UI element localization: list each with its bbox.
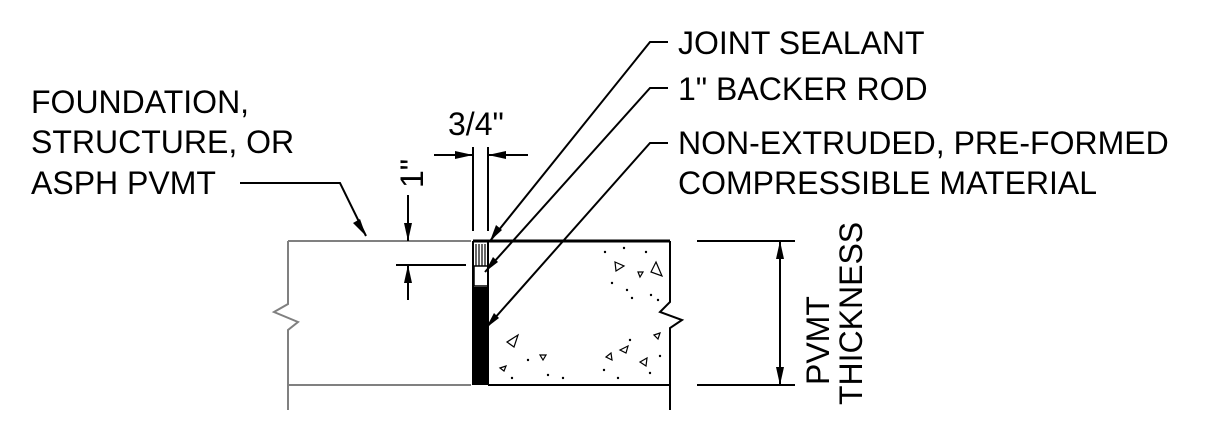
pvmt-thickness-label-line1: PVMT bbox=[800, 296, 836, 385]
compressible-material-label-line2: COMPRESSIBLE MATERIAL bbox=[678, 165, 1097, 201]
leaders bbox=[240, 41, 668, 329]
width-dim-label: 3/4" bbox=[448, 106, 504, 142]
compressible-material-label-line1: NON-EXTRUDED, PRE-FORMED bbox=[678, 125, 1169, 161]
width-dimension: 3/4" bbox=[434, 106, 528, 231]
depth-dimension: 1" bbox=[394, 159, 466, 300]
aggregate-pattern bbox=[498, 246, 664, 380]
backer-rod bbox=[473, 265, 489, 287]
pvmt-thickness-label-line2: THICKNESS bbox=[833, 222, 869, 405]
concrete-slab bbox=[473, 239, 685, 410]
joint-sealant-label: JOINT SEALANT bbox=[678, 25, 925, 61]
backer-rod-label: 1" BACKER ROD bbox=[678, 71, 928, 107]
existing-foundation bbox=[271, 240, 471, 410]
callouts: JOINT SEALANT 1" BACKER ROD NON-EXTRUDED… bbox=[31, 25, 1169, 201]
thickness-dimension: PVMT THICKNESS bbox=[697, 222, 869, 405]
foundation-label-line2: STRUCTURE, OR bbox=[31, 124, 294, 160]
depth-dim-label: 1" bbox=[394, 159, 430, 188]
joint-sealant bbox=[475, 244, 489, 266]
foundation-label-line1: FOUNDATION, bbox=[31, 84, 249, 120]
joint-assembly bbox=[472, 241, 489, 385]
compressible-material bbox=[474, 287, 487, 385]
foundation-label-line3: ASPH PVMT bbox=[31, 165, 216, 201]
